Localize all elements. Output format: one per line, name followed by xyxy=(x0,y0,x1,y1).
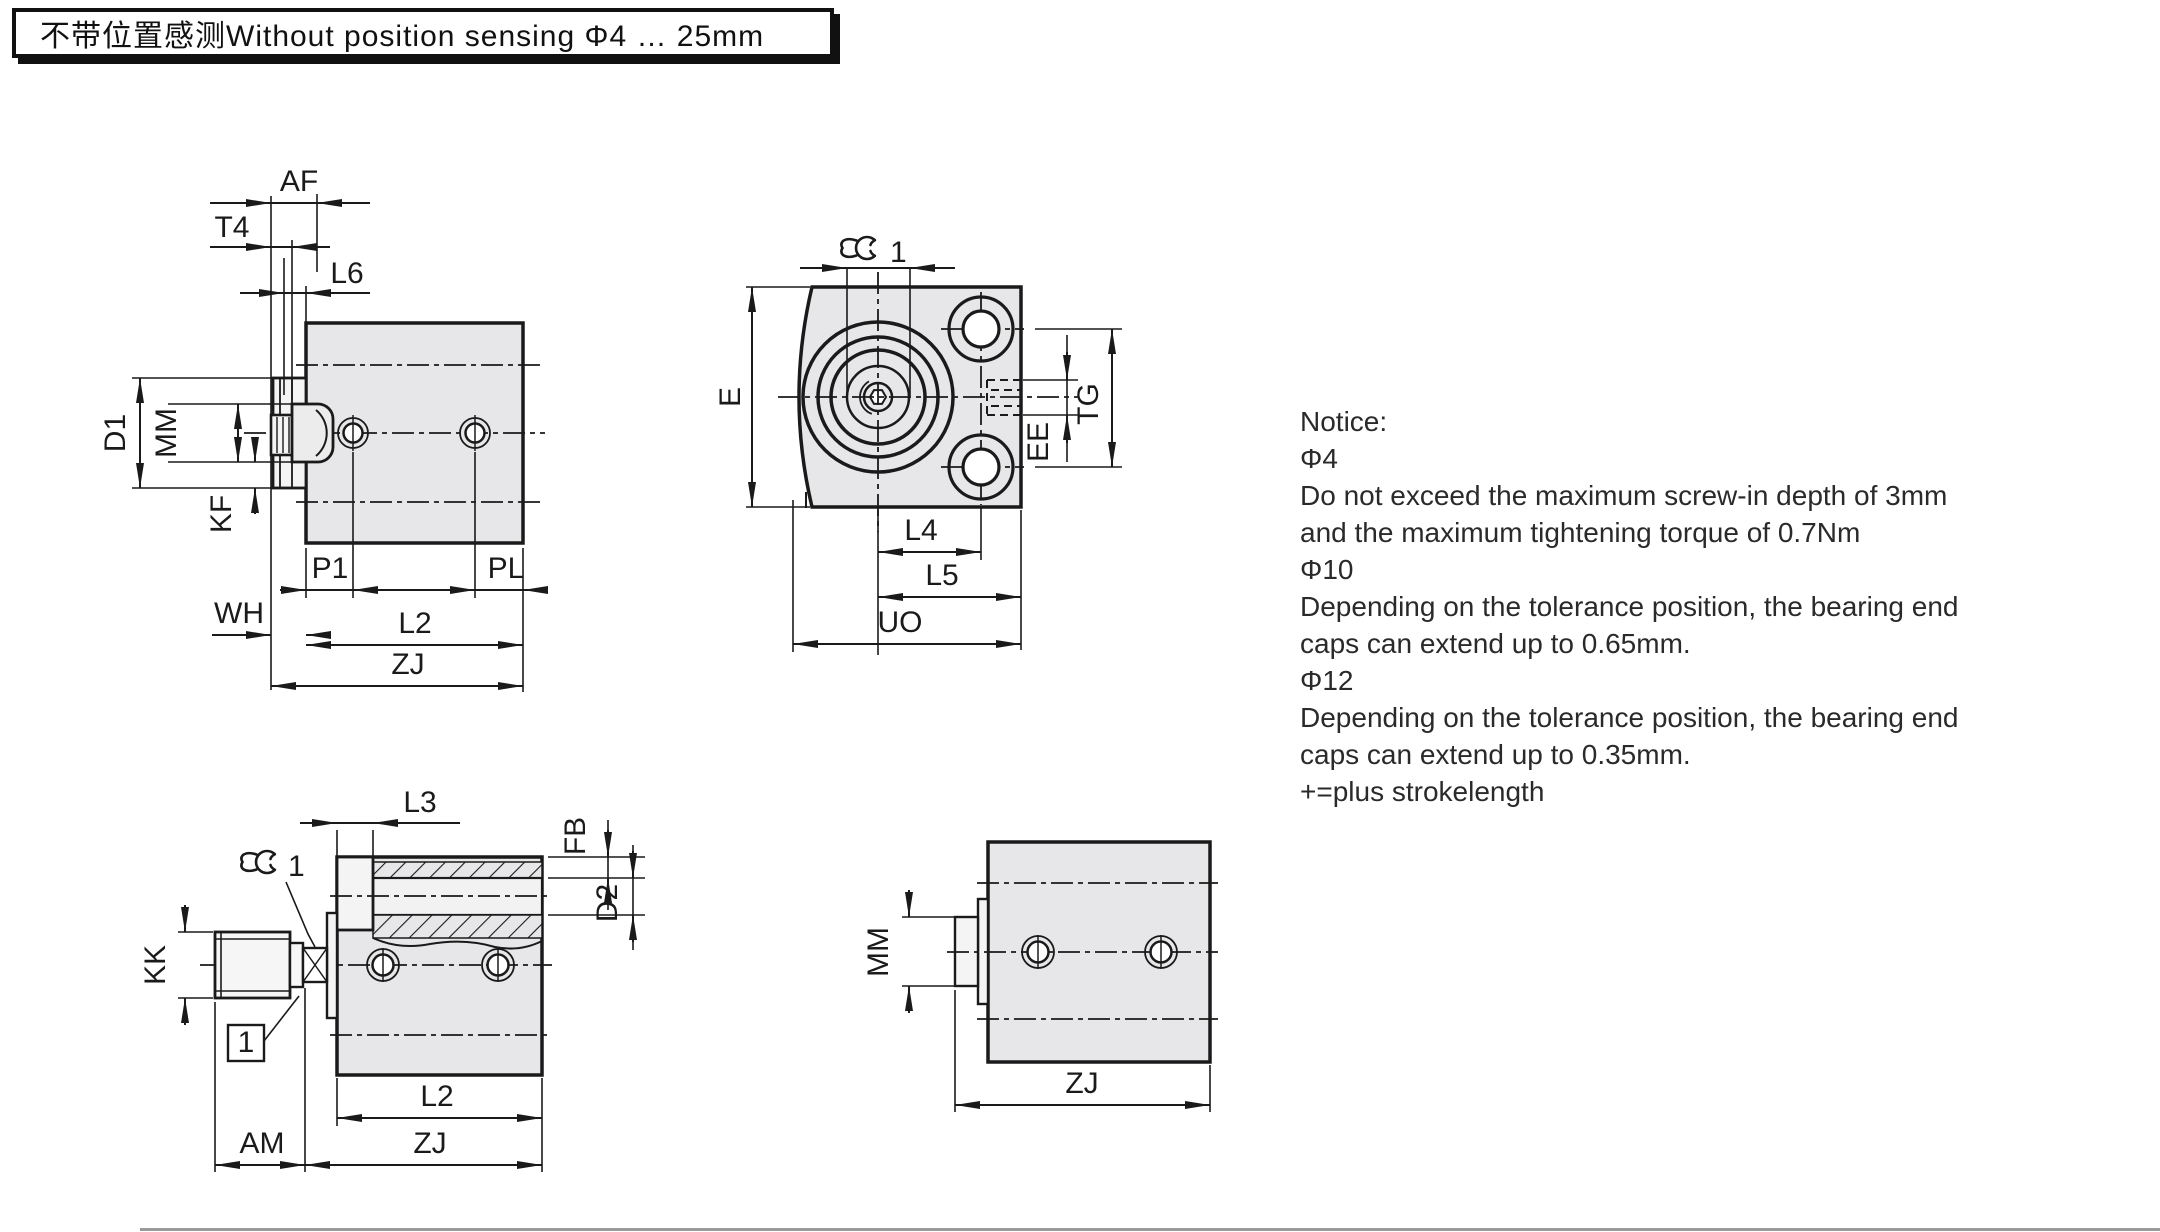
notice-line: Φ12 xyxy=(1300,665,1354,696)
dim-p1-pl xyxy=(280,452,548,692)
dim-label-ee: EE xyxy=(1022,422,1055,462)
dim-label-e: E xyxy=(714,387,747,407)
rear-holes xyxy=(1021,935,1178,969)
view-side-top-left: AF T4 L6 D1 xyxy=(99,165,548,692)
notice-line: +=plus strokelength xyxy=(1300,776,1545,807)
rod-assembly xyxy=(213,911,339,1020)
page-bottom-divider xyxy=(140,1228,2160,1231)
dim-label-l6: L6 xyxy=(330,257,363,290)
wrench-size-label: 1 xyxy=(288,850,305,883)
dim-fb xyxy=(548,820,645,910)
view-rear-bottom-right: MM ZJ xyxy=(862,840,1218,1112)
dim-label-pl: PL xyxy=(488,552,525,585)
mounting-holes xyxy=(337,415,491,451)
dim-d2 xyxy=(548,845,645,950)
dim-l4-l5-uo xyxy=(792,500,1022,655)
port-hidden-lines xyxy=(986,379,1021,416)
dim-ee xyxy=(1023,335,1078,462)
notice-line: and the maximum tightening torque of 0.7… xyxy=(1300,517,1861,548)
dim-label-t4: T4 xyxy=(214,211,249,244)
dim-label-zj: ZJ xyxy=(1065,1067,1098,1100)
dim-label-mm: MM xyxy=(862,927,895,977)
bearing-cap xyxy=(335,855,375,932)
dim-af xyxy=(210,194,370,690)
dim-label-d1: D1 xyxy=(99,414,132,452)
rear-centerlines xyxy=(947,882,1218,1020)
dim-label-am: AM xyxy=(240,1127,285,1160)
dim-label-mm: MM xyxy=(150,408,183,458)
dim-zj-rear xyxy=(954,990,1211,1112)
dim-e xyxy=(746,286,810,508)
notice-line: Φ10 xyxy=(1300,554,1354,585)
hatch-upper xyxy=(372,861,543,879)
view-front-top-right: 1 E EE TG xyxy=(714,235,1122,655)
dim-l3 xyxy=(300,819,460,857)
dim-label-tg: TG xyxy=(1072,383,1105,425)
callout-leader xyxy=(263,995,300,1042)
dim-label-p1: P1 xyxy=(312,552,349,585)
dim-label-kf: KF xyxy=(205,495,238,533)
notice-line: Φ4 xyxy=(1300,443,1338,474)
section-title-box: 不带位置感测Without position sensing Φ4 … 25mm xyxy=(12,8,834,58)
notice-line: Do not exceed the maximum screw-in depth… xyxy=(1300,480,1948,511)
wrench-icon xyxy=(240,849,277,875)
dim-label-wh: WH xyxy=(214,597,264,630)
lock-nut xyxy=(290,402,335,464)
piston-rod-thread xyxy=(269,413,296,457)
dim-l6 xyxy=(240,258,370,395)
dim-label-l4: L4 xyxy=(904,514,937,547)
notice-heading: Notice: xyxy=(1300,406,1388,437)
dim-label-l2: L2 xyxy=(398,607,431,640)
callout-label: 1 xyxy=(238,1026,255,1059)
dim-l2-c xyxy=(336,1078,543,1172)
view-section-bottom-left: 1 1 L3 FB xyxy=(139,786,645,1172)
dim-d1 xyxy=(132,377,294,489)
section-holes xyxy=(366,948,515,982)
dim-label-zj: ZJ xyxy=(391,648,424,681)
wrench-icon xyxy=(840,235,877,261)
dim-label-af: AF xyxy=(280,165,318,198)
dim-label-d2: D2 xyxy=(591,884,624,922)
dim-label-l2: L2 xyxy=(420,1080,453,1113)
dim-label-uo: UO xyxy=(878,606,923,639)
wrench-size-label: 1 xyxy=(890,236,907,269)
wrench-leader xyxy=(285,881,316,948)
hatch-lower xyxy=(372,914,543,939)
dim-c1-front xyxy=(800,264,955,397)
section-title: 不带位置感测Without position sensing Φ4 … 25mm xyxy=(40,20,765,53)
dim-kk xyxy=(178,905,213,1025)
dim-label-kk: KK xyxy=(139,945,172,985)
notice-block: Notice: Φ4 Do not exceed the maximum scr… xyxy=(1300,403,2120,810)
notice-line: Depending on the tolerance position, the… xyxy=(1300,702,1959,733)
dim-label-zj: ZJ xyxy=(413,1127,446,1160)
notice-line: caps can extend up to 0.35mm. xyxy=(1300,739,1691,770)
dim-label-fb: FB xyxy=(559,817,592,855)
dim-label-l3: L3 xyxy=(403,786,436,819)
dim-t4 xyxy=(210,240,330,400)
notice-line: caps can extend up to 0.65mm. xyxy=(1300,628,1691,659)
notice-line: Depending on the tolerance position, the… xyxy=(1300,591,1959,622)
dim-am-zj xyxy=(214,988,542,1172)
mounting-holes-front xyxy=(947,295,1015,501)
dim-mm xyxy=(168,403,292,463)
break-line xyxy=(372,937,543,950)
callout-box xyxy=(226,1023,266,1063)
dim-mm-rear xyxy=(902,890,957,1013)
dim-tg xyxy=(1035,328,1122,468)
dim-label-l5: L5 xyxy=(925,559,958,592)
